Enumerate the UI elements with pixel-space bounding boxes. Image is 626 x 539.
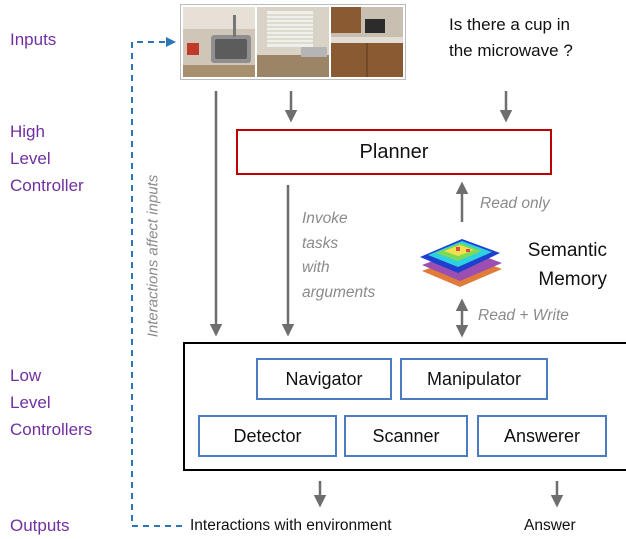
- semantic-memory-icon: [420, 239, 502, 287]
- planner-label: Planner: [359, 140, 429, 163]
- low-level-controllers-box: [183, 342, 626, 471]
- interactions-output-text: Interactions with environment: [190, 517, 392, 534]
- detector-box: Detector: [198, 415, 337, 457]
- input-images: [180, 4, 406, 80]
- question-text: Is there a cup in the microwave ?: [449, 15, 573, 60]
- read-only-text: Read only: [480, 195, 550, 212]
- read-write-text: Read + Write: [478, 307, 569, 324]
- scanner-label: Scanner: [372, 425, 440, 446]
- navigator-box: Navigator: [256, 358, 392, 400]
- label-high-level-controller: High Level Controller: [10, 122, 84, 195]
- dashed-feedback-arrow: [131, 37, 182, 527]
- invoke-tasks-text: Invoke tasks with arguments: [302, 210, 376, 301]
- planner-box: Planner: [236, 129, 552, 175]
- kitchen-photos: [183, 7, 403, 77]
- navigator-label: Navigator: [285, 368, 363, 389]
- label-low-level-controllers: Low Level Controllers: [10, 366, 93, 439]
- label-outputs: Outputs: [10, 516, 70, 535]
- scanner-box: Scanner: [344, 415, 468, 457]
- label-inputs: Inputs: [10, 30, 57, 49]
- answer-output-text: Answer: [524, 517, 576, 534]
- detector-label: Detector: [233, 425, 302, 446]
- manipulator-box: Manipulator: [400, 358, 548, 400]
- answerer-label: Answerer: [503, 425, 581, 446]
- answerer-box: Answerer: [477, 415, 607, 457]
- manipulator-label: Manipulator: [426, 368, 522, 389]
- semantic-memory-label: Semantic Memory: [527, 240, 607, 290]
